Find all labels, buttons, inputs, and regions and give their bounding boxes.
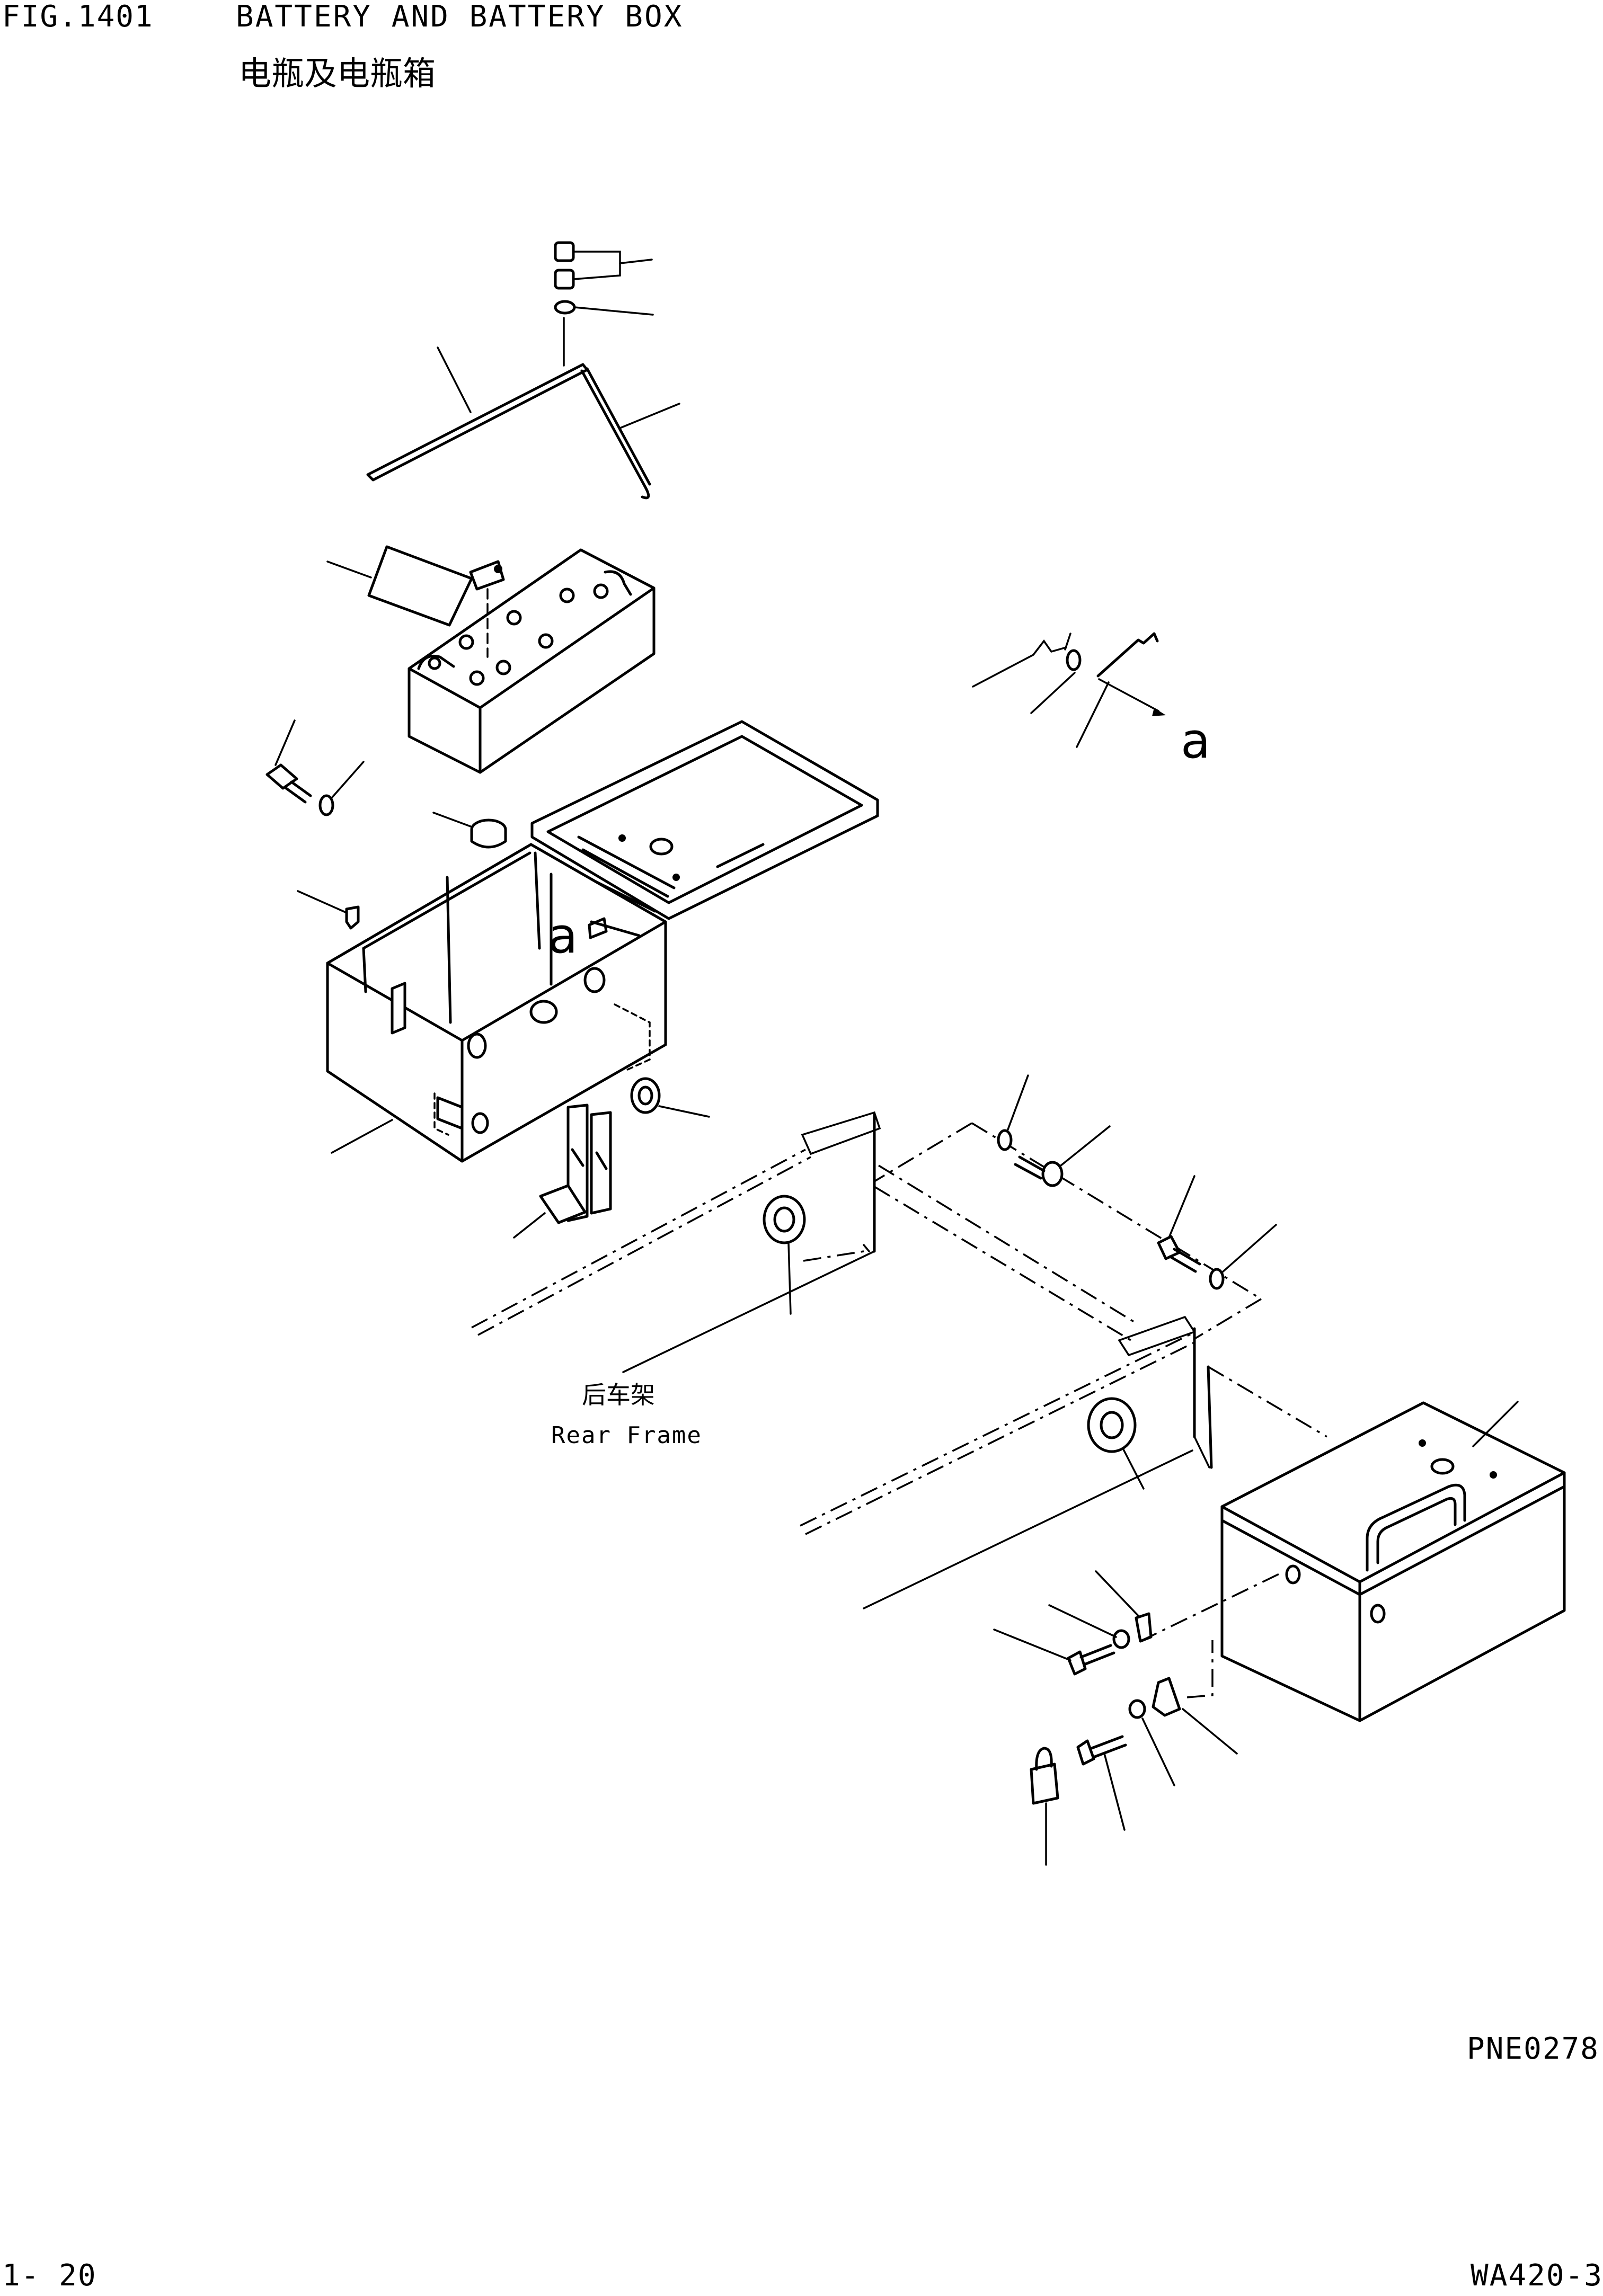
small-bolt-box <box>297 890 360 930</box>
battery <box>408 548 656 774</box>
drawing-code: PNE0278 <box>1467 2032 1600 2066</box>
frame-bolt-2 <box>1157 1175 1277 1290</box>
figure-number: FIG.1401 <box>2 0 154 34</box>
callout-a-right: a <box>1181 713 1210 769</box>
rear-frame-label-chinese: 后车架 <box>582 1381 655 1409</box>
terminal-clamp <box>588 917 641 939</box>
callout-a-left: a <box>548 907 578 964</box>
hold-down-nuts <box>554 241 654 316</box>
ground-cable <box>972 632 1166 748</box>
latch-hardware <box>993 1570 1283 1866</box>
rubber-cap <box>432 812 507 849</box>
hold-down-bar <box>366 346 589 482</box>
mounting-bracket <box>513 1103 612 1239</box>
figure-title-chinese: 电瓶及电瓶箱 <box>238 54 436 93</box>
hold-down-rod <box>563 317 680 500</box>
grommet-left <box>630 1077 710 1118</box>
frame-bolt-1 <box>997 1074 1111 1187</box>
model-code: WA420-3 <box>1471 2258 1603 2293</box>
rear-frame-label: Rear Frame <box>551 1422 702 1449</box>
page-number: 1- 20 <box>2 2258 97 2293</box>
battery-box-right <box>1220 1401 1566 1722</box>
figure-title: BATTERY AND BATTERY BOX <box>236 0 684 34</box>
terminal-cover-tag <box>326 545 505 658</box>
battery-box-left <box>326 843 667 1163</box>
box-bolt-left <box>265 719 365 816</box>
